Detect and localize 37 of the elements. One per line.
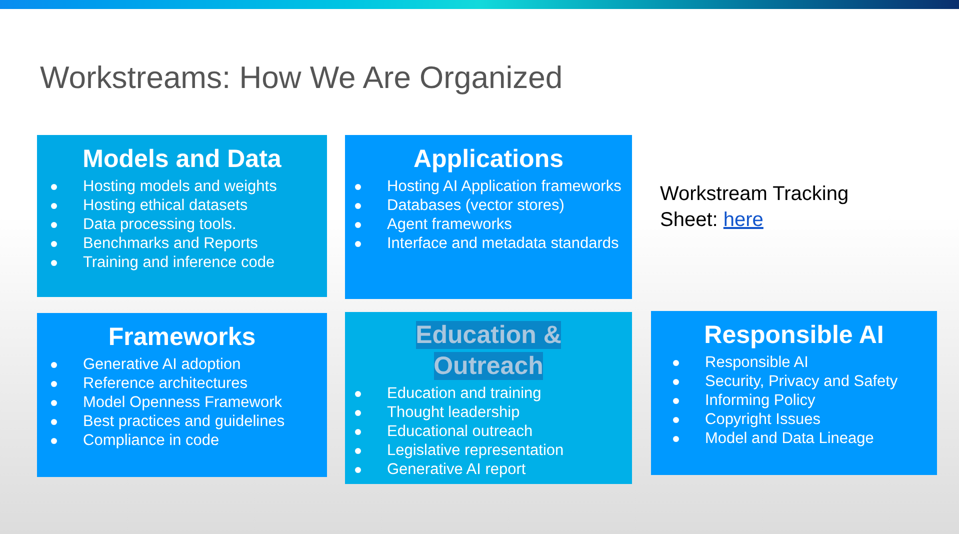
workstream-card (37, 135, 327, 297)
bullet-text: Best practices and guidelines (83, 412, 285, 431)
bullet-text: Thought leadership (387, 403, 520, 422)
workstream-card (37, 313, 327, 477)
bullet-text: Compliance in code (83, 431, 220, 450)
bullet-text: Generative AI report (387, 460, 526, 479)
bullet-text: Agent frameworks (387, 215, 512, 234)
workstream-card (345, 312, 632, 484)
card-heading: Frameworks (108, 322, 256, 353)
tracking-sheet-note: Workstream Tracking Sheet: here (660, 182, 850, 233)
bullet-text: Legislative representation (387, 441, 564, 460)
bullet-text: Model and Data Lineage (705, 429, 874, 448)
card-heading: Responsible AI (704, 320, 884, 351)
bullet-text: Model Openness Framework (83, 393, 282, 412)
bullet-text: Hosting models and weights (83, 177, 277, 196)
bullet-text: Benchmarks and Reports (83, 234, 258, 253)
slide-title: Workstreams: How We Are Organized (40, 59, 563, 97)
bullet-text: Education and training (387, 384, 542, 403)
bullet-text: Generative AI adoption (83, 355, 241, 374)
bullet-text: Databases (vector stores) (387, 196, 564, 215)
card-heading: Applications (413, 144, 564, 175)
bullet-text: Interface and metadata standards (387, 234, 619, 253)
card-heading: Models and Data (82, 144, 282, 175)
here-link: here (723, 209, 764, 231)
bullet-text: Informing Policy (705, 391, 816, 410)
card-heading: Education & Outreach (414, 320, 562, 382)
bullet-text: Copyright Issues (705, 410, 820, 429)
bullet-text: Training and inference code (83, 253, 275, 272)
bullet-text: Security, Privacy and Safety (705, 372, 898, 391)
workstream-card (651, 311, 937, 475)
bullet-text: Data processing tools. (83, 215, 236, 234)
bullet-text: Educational outreach (387, 422, 533, 441)
bullet-text: Hosting ethical datasets (83, 196, 248, 215)
bullet-text: Responsible AI (705, 353, 808, 372)
bullet-text: Reference architectures (83, 374, 248, 393)
bullet-text: Hosting AI Application frameworks (387, 177, 622, 196)
workstream-card (345, 135, 632, 299)
